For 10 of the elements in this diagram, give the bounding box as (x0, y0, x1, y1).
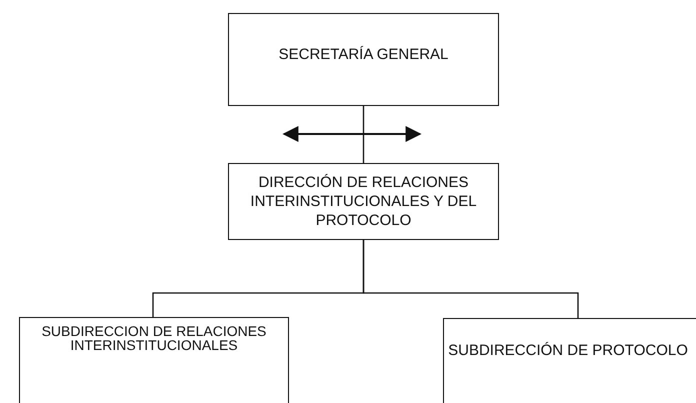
connector-line (362, 240, 579, 318)
connector-line (362, 106, 364, 163)
org-box (228, 163, 499, 240)
org-box (443, 318, 696, 403)
box-label: SUBDIRECCION DE RELACIONES INTERINSTITUCIONALES (40, 324, 268, 352)
org-box (19, 317, 289, 403)
org-box (228, 13, 499, 106)
box-label: DIRECCIÓN DE RELACIONES INTERINSTITUCIONALES Y DEL PROTOCOLO (249, 173, 478, 230)
box-label: SUBDIRECCIÓN DE PROTOCOLO (448, 341, 688, 361)
box-label: SECRETARÍA GENERAL (278, 45, 448, 65)
